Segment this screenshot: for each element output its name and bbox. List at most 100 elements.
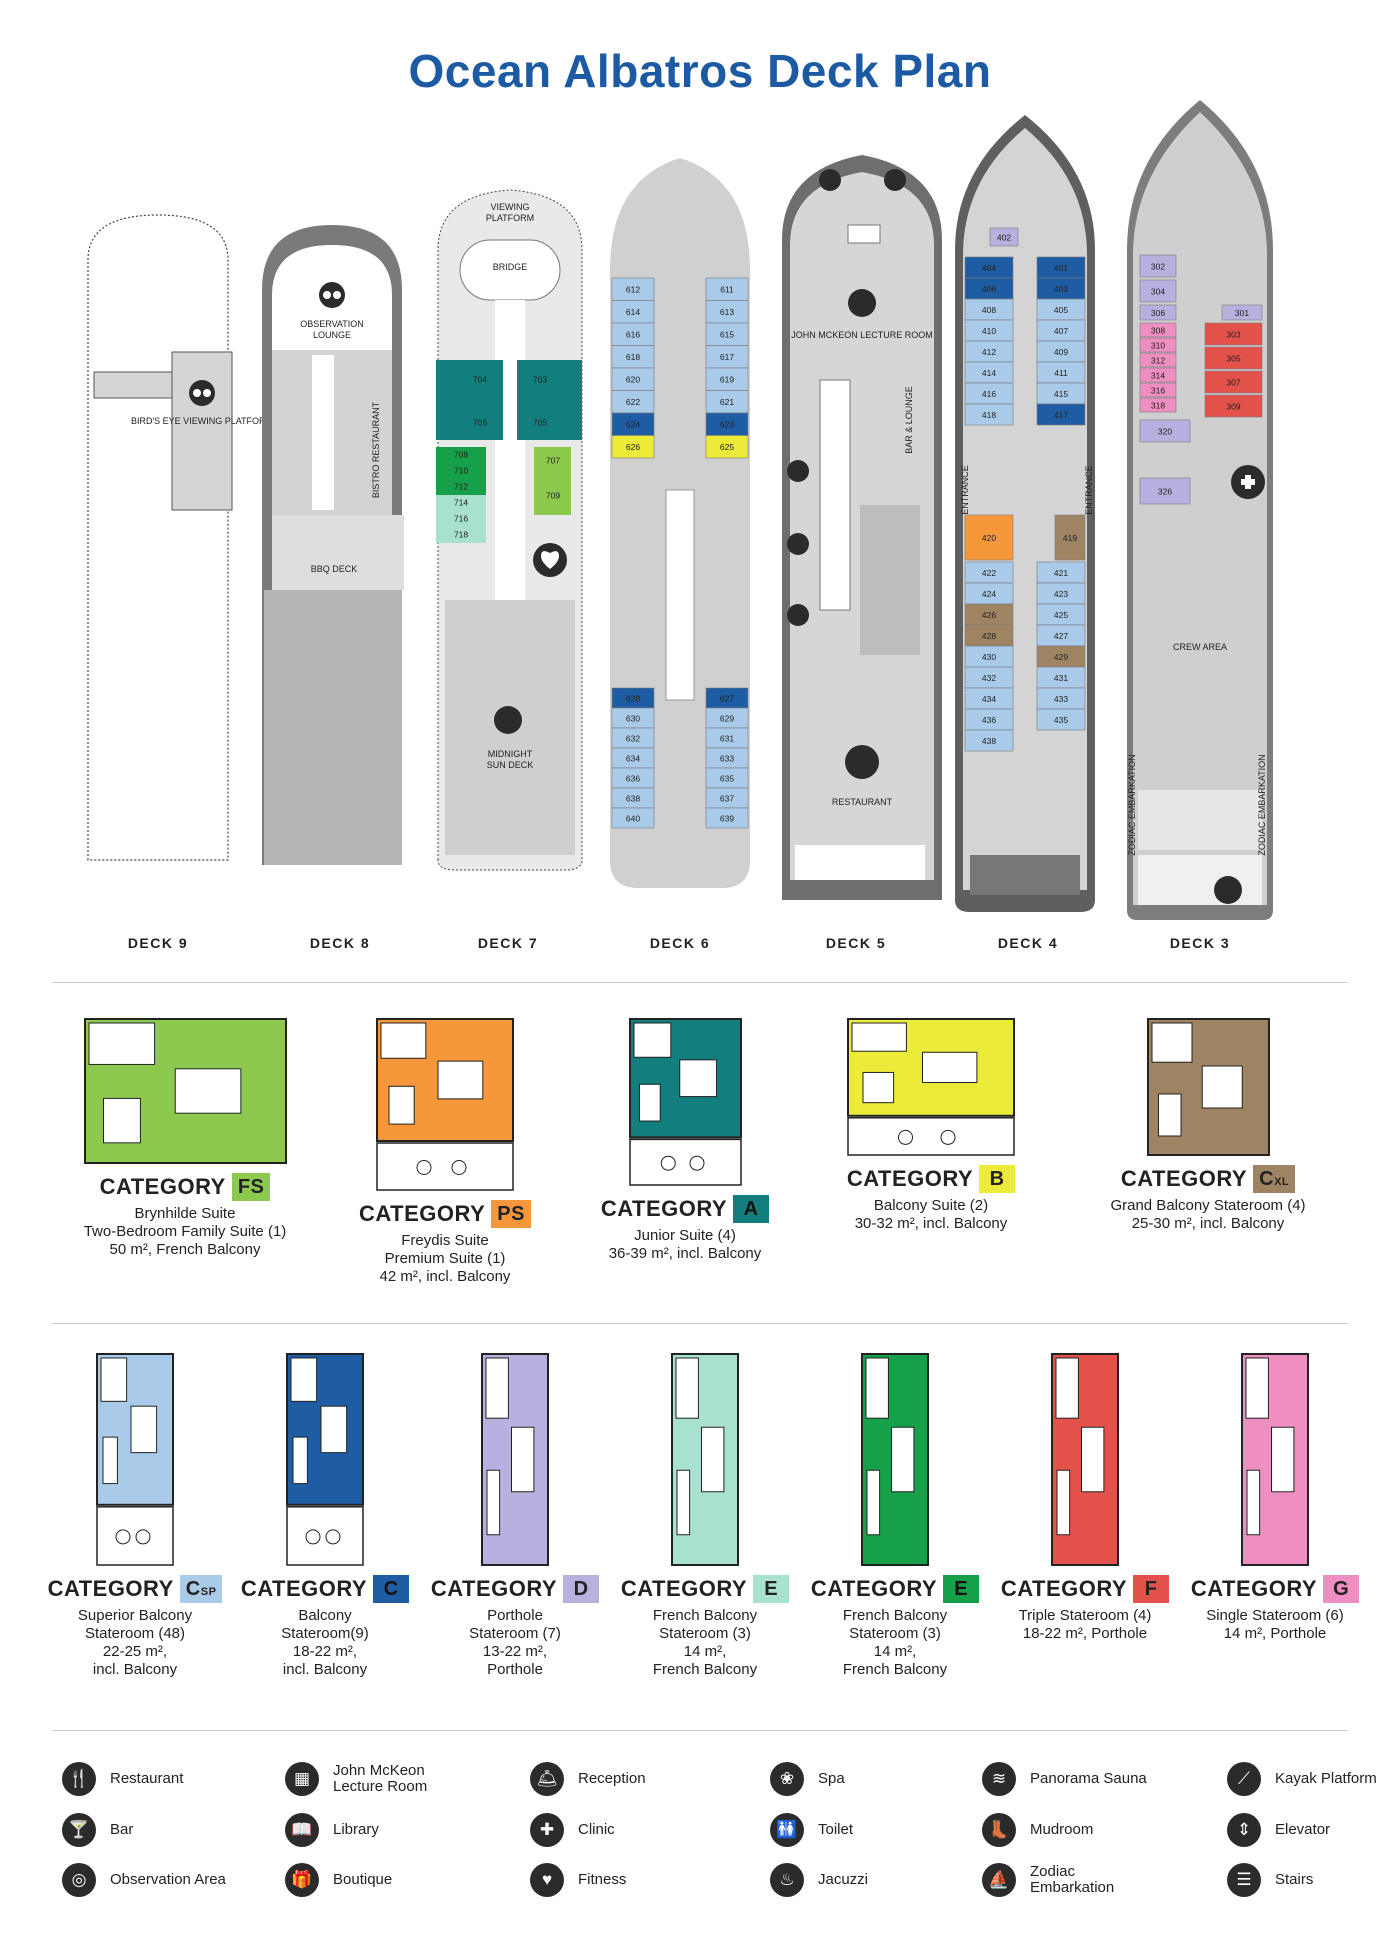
cabin-floorplan <box>847 1018 1015 1156</box>
cabin-floorplan <box>1051 1353 1119 1566</box>
cabin-number: 312 <box>1151 355 1165 365</box>
legend-item: ⟋Kayak Platform <box>1227 1762 1395 1796</box>
category-description-line: Stateroom (3) <box>849 1625 941 1642</box>
cabin-number: 611 <box>720 285 734 295</box>
category-code-sub: SP <box>200 1586 217 1598</box>
cabin-number: 320 <box>1158 426 1172 436</box>
cabin-number: 631 <box>720 733 734 743</box>
legend-label: John McKeon Lecture Room <box>333 1762 428 1795</box>
cabin-number: 612 <box>626 285 640 295</box>
legend-item: ⛵Zodiac Embarkation <box>982 1863 1150 1897</box>
svg-text:703: 703 <box>533 374 547 384</box>
cabin-number: 425 <box>1054 610 1068 620</box>
category-description-line: 50 m², French Balcony <box>109 1241 261 1258</box>
category-description-line: Superior Balcony <box>77 1607 193 1624</box>
cabin-number: 626 <box>626 442 640 452</box>
category-description-line: Balcony Suite (2) <box>873 1197 989 1214</box>
deck-label-8: DECK 8 <box>309 935 371 951</box>
category-code: E <box>954 1578 969 1600</box>
legend-item: ▦John McKeon Lecture Room <box>285 1762 453 1796</box>
legend-item: 🎁Boutique <box>285 1863 453 1897</box>
category-code: FS <box>237 1176 265 1198</box>
legend-label: Zodiac Embarkation <box>1030 1863 1115 1896</box>
category-label: CATEGORY <box>810 1576 938 1601</box>
svg-text:OBSERVATION: OBSERVATION <box>300 319 364 329</box>
legend-item: ❀Spa <box>770 1762 938 1796</box>
svg-text:VIEWING: VIEWING <box>490 202 529 212</box>
cabin-number: 619 <box>720 375 734 385</box>
cabin-number: 402 <box>997 232 1011 242</box>
cabin <box>705 807 749 829</box>
cabin-number: 417 <box>1054 410 1068 420</box>
cabin <box>989 227 1019 247</box>
cabin-floorplan <box>1146 1018 1270 1156</box>
legend-label: Clinic <box>578 1821 615 1838</box>
legend-item: ✚Clinic <box>530 1813 698 1847</box>
cabin-number: 630 <box>626 713 640 723</box>
category-label: CATEGORY <box>47 1576 174 1601</box>
cabin-number: 624 <box>626 420 640 430</box>
svg-text:ENTRANCE: ENTRANCE <box>960 465 970 515</box>
svg-text:BISTRO RESTAURANT: BISTRO RESTAURANT <box>371 401 381 498</box>
cabin-number: 326 <box>1158 486 1172 496</box>
cabin-number: 638 <box>626 793 640 803</box>
cabin-number: 410 <box>982 326 996 336</box>
cabin-number: 621 <box>720 397 734 407</box>
kayak-icon <box>1214 876 1242 904</box>
svg-text:710: 710 <box>454 465 468 475</box>
observation-icon <box>319 282 345 308</box>
category-code: C <box>383 1578 399 1600</box>
jacuzzi-icon: ♨ <box>770 1863 804 1897</box>
restaurant-icon: 🍴 <box>62 1762 96 1796</box>
cabin-number: 306 <box>1151 308 1165 318</box>
kayak-icon: ⟋ <box>1227 1762 1261 1796</box>
cabin <box>1139 352 1177 368</box>
deck-label-6: DECK 6 <box>649 935 711 951</box>
cabin <box>1036 708 1086 731</box>
svg-text:MIDNIGHT: MIDNIGHT <box>488 749 533 759</box>
category-description-line: 36-39 m², incl. Balcony <box>608 1245 762 1262</box>
cabin-number: 308 <box>1151 325 1165 335</box>
observation-icon: ◎ <box>62 1863 96 1897</box>
divider <box>52 1323 1348 1324</box>
cabin-floorplan <box>1241 1353 1309 1566</box>
deck-label-5: DECK 5 <box>825 935 887 951</box>
cabin <box>1139 367 1177 383</box>
category-code: F <box>1144 1578 1158 1600</box>
category-description-line: Stateroom(9) <box>281 1625 369 1642</box>
cabin <box>964 514 1014 561</box>
category-description-line: Freydis Suite <box>401 1232 489 1249</box>
category-label: CATEGORY <box>1190 1576 1318 1601</box>
cabin-number: 422 <box>982 568 996 578</box>
cabin <box>1221 304 1263 321</box>
cabin <box>964 729 1014 752</box>
legend-label: Elevator <box>1275 1821 1331 1838</box>
legend-item: 📖Library <box>285 1813 453 1847</box>
category-description-line: French Balcony <box>652 1661 758 1678</box>
cabin-number: 309 <box>1226 401 1240 411</box>
svg-text:ZODIAC EMBARKATION: ZODIAC EMBARKATION <box>1257 754 1267 855</box>
observation-icon <box>189 380 215 406</box>
deck9-area-label: BIRD'S EYE VIEWING PLATFORM <box>131 416 273 426</box>
cabin <box>1204 322 1263 346</box>
cabin-number: 636 <box>626 773 640 783</box>
category-label: CATEGORY <box>1000 1576 1128 1601</box>
cabin-number: 405 <box>1054 305 1068 315</box>
category-description-line: Stateroom (48) <box>84 1625 186 1642</box>
category-label: CATEGORY <box>846 1166 974 1191</box>
cabin-number: 435 <box>1054 715 1068 725</box>
category-code: B <box>989 1168 1005 1190</box>
category-description-line: French Balcony <box>652 1607 758 1624</box>
category-description: Balcony Suite (2)30-32 m², incl. Balcony <box>806 1197 1056 1233</box>
category-code: PS <box>497 1203 525 1225</box>
cabin-number: 307 <box>1226 377 1240 387</box>
